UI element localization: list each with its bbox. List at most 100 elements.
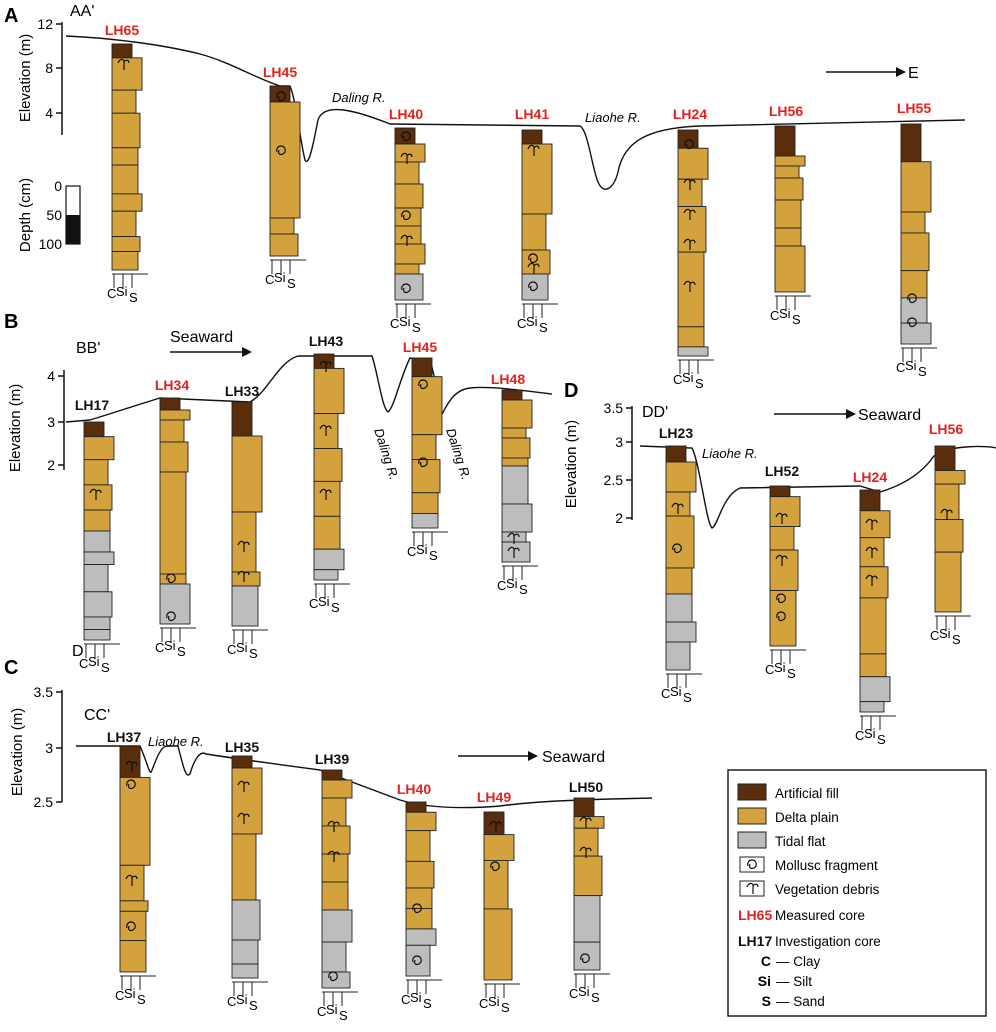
core-unit-delta bbox=[501, 457, 529, 467]
vegetation-debris-icon bbox=[125, 874, 138, 886]
vegetation-debris-stroke bbox=[125, 874, 138, 886]
core-unit-delta bbox=[677, 326, 705, 348]
grain-label-sand: S bbox=[519, 582, 528, 597]
depth-scale-black bbox=[66, 215, 80, 244]
grain-label-clay: C bbox=[227, 994, 236, 1009]
core-unit-delta bbox=[111, 236, 141, 253]
core-unit-delta bbox=[231, 833, 257, 901]
core-label: LH40 bbox=[389, 106, 423, 122]
core-unit-tidal bbox=[405, 944, 431, 977]
core-unit-delta bbox=[83, 459, 109, 486]
mollusc-fragment-icon bbox=[126, 921, 136, 932]
grain-label-clay: C bbox=[896, 360, 905, 375]
grain-label-clay: C bbox=[79, 656, 88, 671]
grain-label-silt: Si bbox=[670, 684, 682, 699]
core-unit-delta bbox=[405, 860, 435, 889]
vegetation-debris-stroke bbox=[579, 846, 592, 858]
core-unit-delta bbox=[394, 263, 420, 275]
vegetation-debris-stroke bbox=[117, 58, 130, 70]
core-unit-tidal bbox=[231, 585, 259, 627]
grain-label-clay: C bbox=[407, 544, 416, 559]
legend-sample-investigation: LH17 bbox=[738, 933, 772, 949]
vegetation-debris-icon bbox=[865, 574, 878, 586]
core-unit-tidal bbox=[859, 701, 885, 713]
core-unit-delta bbox=[231, 767, 263, 835]
core-unit-fill bbox=[573, 797, 595, 818]
core-unit-fill bbox=[159, 397, 181, 411]
mollusc-fragment-stroke bbox=[328, 971, 338, 982]
axis-tick-label: 2 bbox=[47, 457, 55, 473]
core-label: LH17 bbox=[75, 397, 109, 413]
vegetation-debris-icon bbox=[683, 178, 696, 190]
grain-label-silt: Si bbox=[939, 626, 951, 641]
core-unit-delta bbox=[774, 227, 802, 247]
axis-tick-label: 2 bbox=[615, 510, 623, 526]
core-unit-fill bbox=[394, 127, 416, 145]
core-unit-delta bbox=[900, 211, 926, 234]
core-unit-tidal bbox=[501, 541, 531, 563]
grain-label-sand: S bbox=[339, 1008, 348, 1023]
axis-title: Elevation (m) bbox=[17, 34, 34, 122]
core-unit-delta bbox=[83, 509, 111, 532]
core-unit-tidal bbox=[83, 629, 111, 641]
core-unit-delta bbox=[483, 860, 509, 910]
mollusc-fragment-icon bbox=[776, 593, 786, 604]
vegetation-debris-icon bbox=[775, 512, 788, 524]
core-unit-tidal bbox=[573, 895, 601, 943]
core-unit-delta bbox=[111, 89, 137, 114]
legend-item-tidal: Tidal flat bbox=[737, 831, 826, 849]
core-unit-delta bbox=[231, 435, 263, 513]
vegetation-debris-icon bbox=[319, 488, 332, 500]
core-unit-delta bbox=[934, 470, 966, 485]
mollusc-fragment-icon bbox=[490, 861, 500, 872]
core-unit-delta bbox=[859, 653, 887, 678]
mollusc-fragment-stroke bbox=[418, 457, 428, 468]
depth-scale-tick-100: 100 bbox=[39, 236, 63, 252]
vegetation-debris-stroke bbox=[507, 532, 520, 544]
core-unit-delta bbox=[677, 206, 707, 253]
core-unit-fill bbox=[411, 357, 433, 378]
mollusc-fragment-stroke bbox=[166, 573, 176, 584]
axis-tick-label: 3 bbox=[47, 414, 55, 430]
river-label: Daling R. bbox=[332, 90, 385, 105]
grain-label-silt: Si bbox=[779, 306, 791, 321]
core-label: LH37 bbox=[107, 729, 141, 745]
axis-title: Elevation (m) bbox=[7, 384, 24, 472]
grain-label-silt: Si bbox=[124, 986, 136, 1001]
grain-label-sand: S bbox=[331, 600, 340, 615]
axis-title: Elevation (m) bbox=[563, 420, 580, 508]
grain-label-silt: Si bbox=[682, 370, 694, 385]
core-unit-delta bbox=[405, 811, 437, 832]
core-label: LH56 bbox=[769, 103, 803, 119]
core-unit-delta bbox=[321, 853, 349, 883]
legend-text: Tidal flat bbox=[775, 834, 826, 849]
core-unit-delta bbox=[159, 409, 191, 421]
mollusc-fragment-stroke bbox=[126, 779, 136, 790]
mollusc-fragment-stroke bbox=[490, 861, 500, 872]
vegetation-debris-stroke bbox=[865, 518, 878, 530]
core-unit-delta bbox=[321, 881, 349, 911]
grain-label-sand: S bbox=[412, 320, 421, 335]
grain-label-sand: S bbox=[101, 660, 110, 675]
grain-label-clay: C bbox=[497, 578, 506, 593]
core-unit-tidal bbox=[83, 564, 109, 593]
core-unit-delta bbox=[501, 427, 527, 439]
direction-arrow-head bbox=[896, 67, 906, 77]
mollusc-fragment-icon bbox=[276, 145, 286, 156]
vegetation-debris-icon bbox=[237, 780, 250, 792]
core-unit-delta bbox=[394, 161, 420, 185]
mollusc-fragment-icon bbox=[166, 611, 176, 622]
core-unit-fill bbox=[269, 85, 291, 103]
vegetation-debris-stroke bbox=[683, 208, 696, 220]
